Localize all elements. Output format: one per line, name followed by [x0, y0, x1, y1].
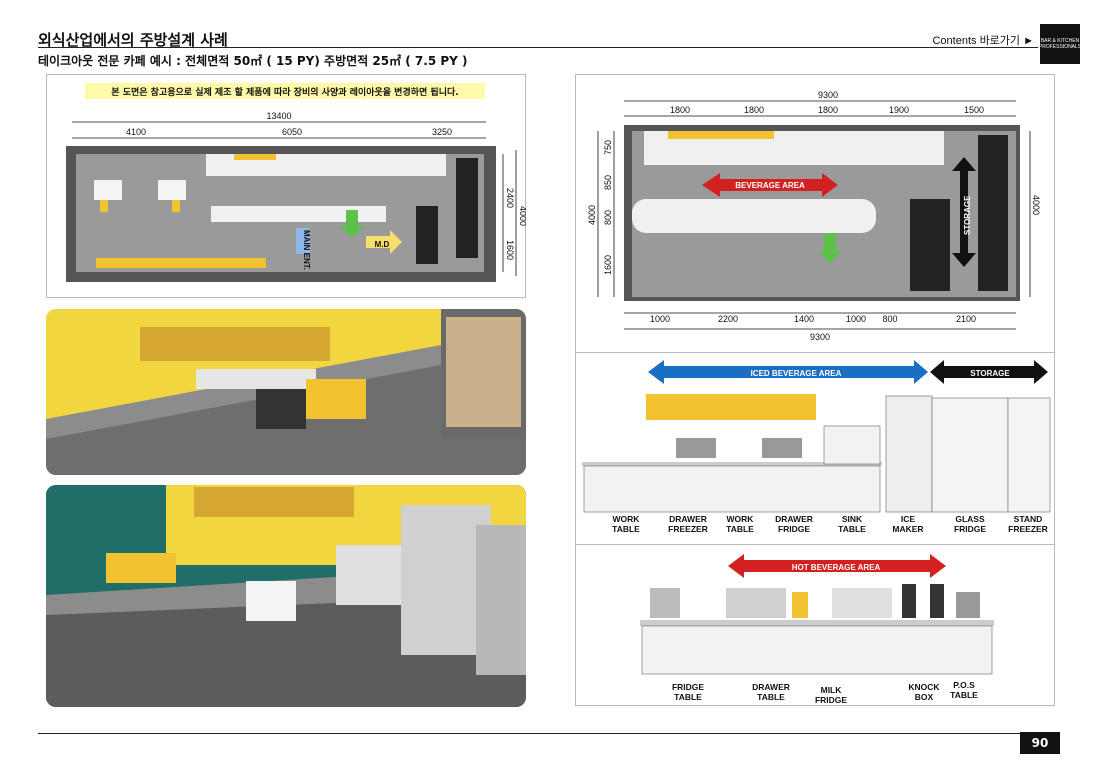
storage-label: STORAGE — [963, 195, 972, 235]
hot-item-5-l1: P.O.S — [953, 680, 975, 690]
hot-item-2-l1: DRAWER — [752, 682, 790, 692]
dim-seg-2: 6050 — [282, 127, 302, 137]
cold-item-2-l2: FREEZER — [668, 524, 708, 534]
cold-item-8-l1: STAND — [1014, 514, 1043, 524]
left-dim-2: 850 — [603, 175, 613, 190]
bottom-seg-4: 1000 — [846, 314, 866, 324]
dim-right-2: 1600 — [505, 240, 515, 260]
cold-item-4-l2: FRIDGE — [778, 524, 810, 534]
cold-item-6-l2: MAKER — [892, 524, 923, 534]
cold-item-5-l2: TABLE — [838, 524, 866, 534]
hot-item-4-l1: KNOCK — [908, 682, 940, 692]
floorplan-left: 13400 4100 6050 3250 MAIN ENT. M.D 2400 … — [66, 111, 526, 282]
left-dim-1: 750 — [603, 140, 613, 155]
top-seg-5: 1500 — [964, 105, 984, 115]
bottom-seg-1: 1000 — [650, 314, 670, 324]
cold-item-3-l1: WORK — [727, 514, 755, 524]
divider-2 — [576, 544, 1054, 545]
notice-banner: 본 도면은 참고용으로 실제 제조 할 제품에 따라 장비의 사양과 레이아웃을… — [85, 83, 485, 99]
dim-overall: 4000 — [518, 206, 526, 226]
hot-area-label: HOT BEVERAGE AREA — [792, 563, 881, 572]
left-dim-4: 1600 — [603, 255, 613, 275]
top-seg-2: 1800 — [744, 105, 764, 115]
beverage-area-label: BEVERAGE AREA — [735, 181, 805, 190]
brand-logo-text: BAR & KITCHEN PROFESSIONALS — [1038, 38, 1082, 50]
cold-item-7-l1: GLASS — [955, 514, 985, 524]
cold-item-1-l2: TABLE — [612, 524, 640, 534]
bottom-total: 9300 — [810, 332, 830, 342]
left-dim-3: 800 — [603, 210, 613, 225]
top-seg-4: 1900 — [889, 105, 909, 115]
storage-area-label: STORAGE — [970, 369, 1010, 378]
divider-1 — [576, 352, 1054, 353]
page-number: 90 — [1020, 732, 1060, 754]
cold-item-3-l2: TABLE — [726, 524, 754, 534]
cold-item-8-l2: FREEZER — [1008, 524, 1048, 534]
hot-item-5-l2: TABLE — [950, 690, 978, 700]
main-entrance-label: MAIN ENT. — [302, 230, 311, 270]
elevation-cold: ICED BEVERAGE AREA STORAGE WORK TABLE DR… — [582, 360, 1051, 534]
bottom-seg-2: 2200 — [718, 314, 738, 324]
left-total: 4000 — [587, 205, 597, 225]
header-divider — [38, 47, 1038, 48]
hot-item-2-l2: TABLE — [757, 692, 785, 702]
cold-item-6-l1: ICE — [901, 514, 916, 524]
rendering-photo-1 — [46, 309, 526, 475]
dim-seg-1: 4100 — [126, 127, 146, 137]
hot-item-1-l2: TABLE — [674, 692, 702, 702]
hot-item-3-l1: MILK — [821, 685, 843, 695]
elevation-hot: HOT BEVERAGE AREA FRIDGE TABLE DRAWER TA… — [640, 554, 994, 705]
page-subtitle: 테이크아웃 전문 카페 예시 : 전체면적 50㎡ ( 15 PY) 주방면적 … — [38, 54, 468, 68]
md-label: M.D — [375, 240, 390, 249]
top-total: 9300 — [818, 90, 838, 100]
bottom-seg-3: 1400 — [794, 314, 814, 324]
cold-item-7-l2: FRIDGE — [954, 524, 986, 534]
cold-item-1-l1: WORK — [613, 514, 641, 524]
right-total: 4000 — [1031, 195, 1041, 215]
top-seg-1: 1800 — [670, 105, 690, 115]
hot-item-3-l2: FRIDGE — [815, 695, 847, 705]
cold-item-2-l1: DRAWER — [669, 514, 707, 524]
top-seg-3: 1800 — [818, 105, 838, 115]
footer-divider — [38, 733, 1038, 734]
cold-item-4-l1: DRAWER — [775, 514, 813, 524]
page-title: 외식산업에서의 주방설계 사례 — [38, 31, 228, 49]
contents-link[interactable]: Contents 바로가기 ► — [932, 35, 1034, 47]
bottom-seg-6: 2100 — [956, 314, 976, 324]
dim-seg-3: 3250 — [432, 127, 452, 137]
hot-item-1-l1: FRIDGE — [672, 682, 704, 692]
brand-logo: BAR & KITCHEN PROFESSIONALS — [1038, 24, 1082, 64]
dim-total: 13400 — [266, 111, 291, 121]
hot-item-4-l2: BOX — [915, 692, 934, 702]
dim-right-1: 2400 — [505, 188, 515, 208]
cold-item-5-l1: SINK — [842, 514, 863, 524]
iced-area-label: ICED BEVERAGE AREA — [751, 369, 842, 378]
bottom-seg-5: 800 — [882, 314, 897, 324]
floorplan-right: 9300 1800 1800 1800 1900 1500 BEVERAGE A… — [587, 90, 1041, 342]
rendering-photo-2 — [46, 485, 526, 707]
